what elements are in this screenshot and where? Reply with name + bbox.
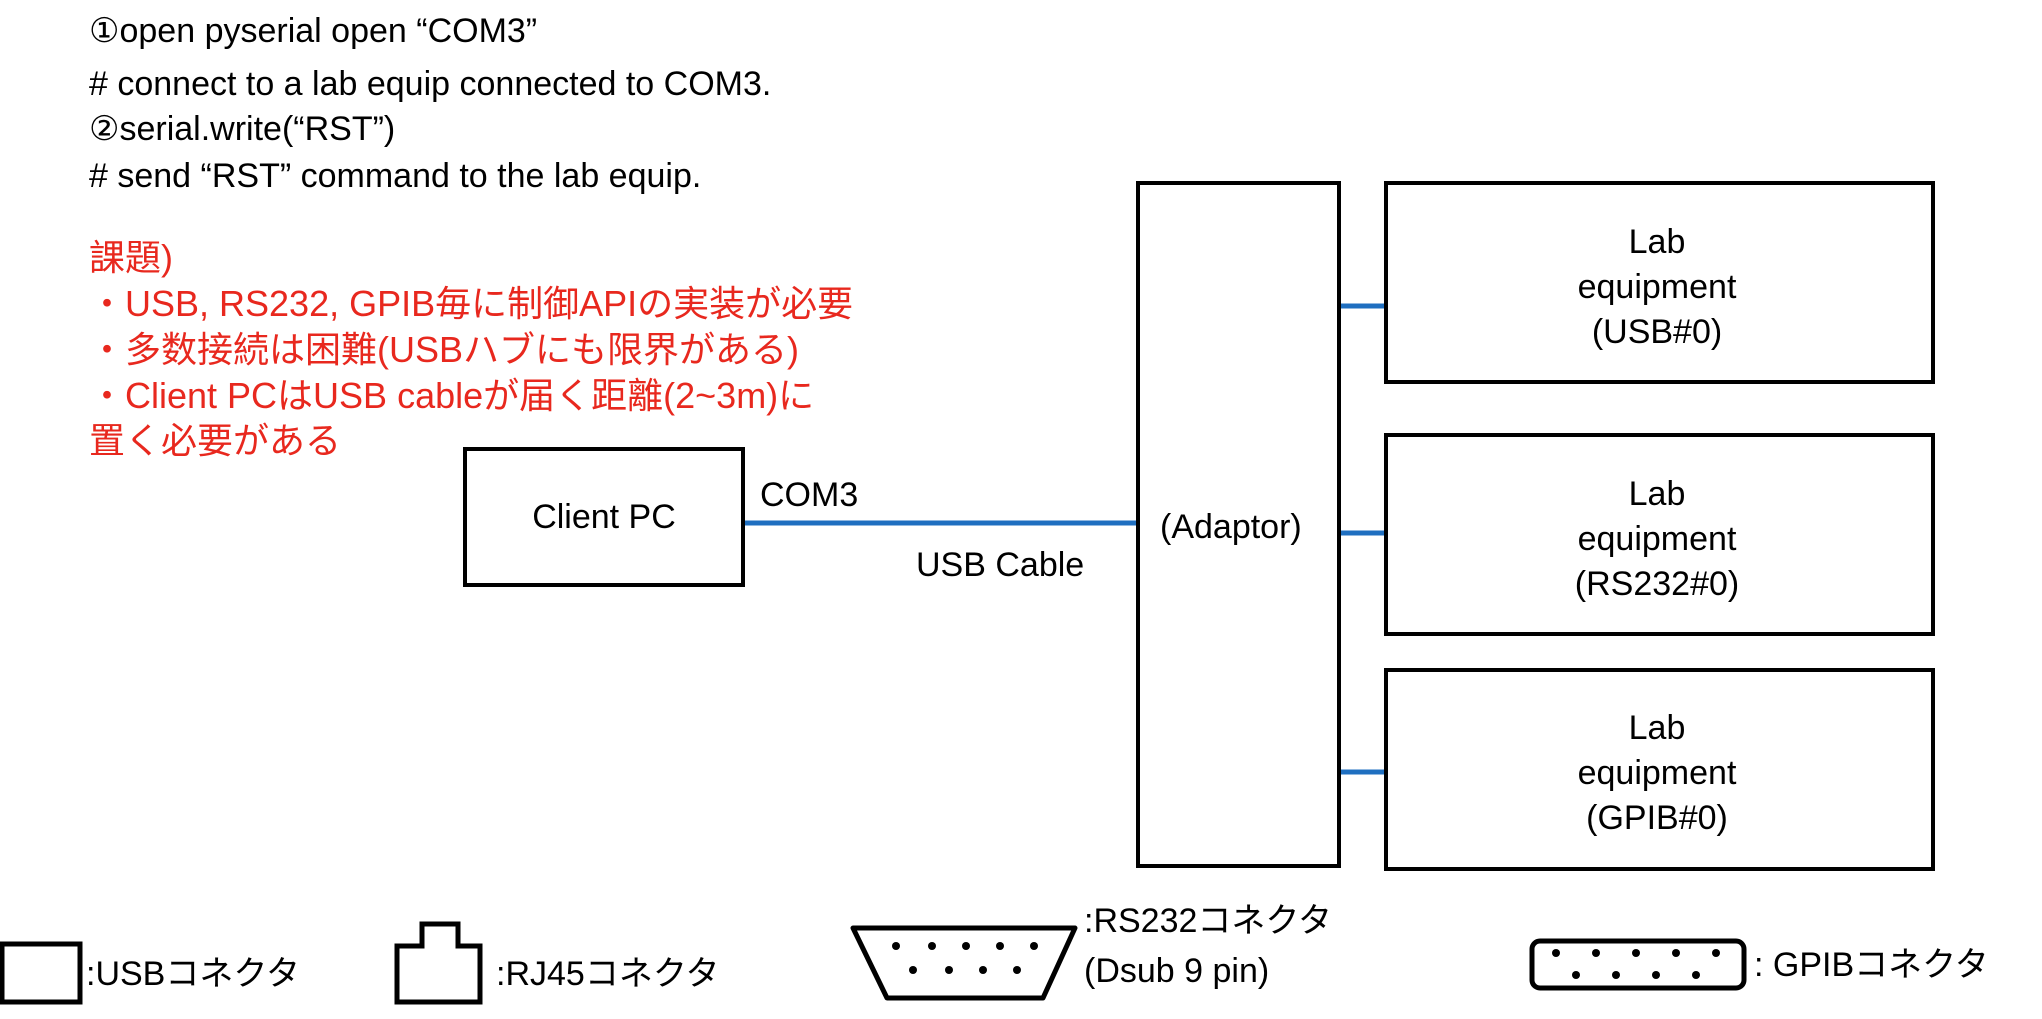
legend-usb-icon: [0, 941, 83, 1005]
equipment-rs232-line2: equipment: [1577, 519, 1737, 558]
code-note-4: # send “RST” command to the lab equip.: [89, 157, 702, 195]
legend-rs232-icon: [850, 925, 1078, 1001]
legend-rj45-label: :RJ45コネクタ: [496, 955, 720, 993]
code-note-1: ①open pyserial open “COM3”: [89, 12, 538, 50]
equipment-rs232-label: Lab equipment (RS232#0): [1537, 472, 1777, 607]
legend-rs232-label-2: (Dsub 9 pin): [1084, 952, 1270, 990]
issue-line-1: ・USB, RS232, GPIB毎に制御APIの実装が必要: [89, 283, 854, 324]
equipment-usb-line3: (USB#0): [1591, 312, 1723, 351]
com3-port-label: COM3: [760, 476, 859, 514]
equipment-rs232-box: [1384, 433, 1935, 636]
adaptor-label: (Adaptor): [1160, 508, 1302, 546]
equipment-usb-line1: Lab: [1628, 223, 1686, 261]
legend-gpib-label: : GPIBコネクタ: [1754, 946, 1989, 984]
issue-line-3: ・Client PCはUSB cableが届く距離(2~3m)に: [89, 375, 815, 416]
equipment-gpib-line1: Lab: [1628, 709, 1686, 747]
adaptor-box: [1136, 181, 1341, 868]
code-note-2: # connect to a lab equip connected to CO…: [89, 65, 772, 103]
equipment-gpib-label: Lab equipment (GPIB#0): [1537, 706, 1777, 841]
equipment-rs232-line3: (RS232#0): [1574, 564, 1740, 603]
equipment-gpib-box: [1384, 668, 1935, 871]
legend-rj45-icon: [394, 921, 483, 1005]
issues-heading: 課題): [89, 237, 173, 278]
legend-gpib-icon: [1529, 938, 1747, 991]
code-note-3: ②serial.write(“RST”): [89, 110, 396, 148]
equipment-usb-line2: equipment: [1577, 267, 1737, 306]
equipment-gpib-line3: (GPIB#0): [1586, 798, 1728, 837]
issue-line-4: 置く必要がある: [89, 420, 342, 461]
legend-rs232-label-1: :RS232コネクタ: [1084, 902, 1333, 940]
legend-usb-label: :USBコネクタ: [86, 955, 300, 993]
issue-line-2: ・多数接続は困難(USBハブにも限界がある): [89, 329, 799, 370]
client-pc-box: Client PC: [463, 447, 745, 587]
equipment-rs232-line1: Lab: [1628, 475, 1686, 513]
equipment-usb-label: Lab equipment (USB#0): [1537, 220, 1777, 355]
usb-cable-label: USB Cable: [916, 546, 1085, 584]
equipment-gpib-line2: equipment: [1577, 753, 1737, 792]
client-pc-label: Client PC: [532, 497, 676, 536]
equipment-usb-box: [1384, 181, 1935, 384]
